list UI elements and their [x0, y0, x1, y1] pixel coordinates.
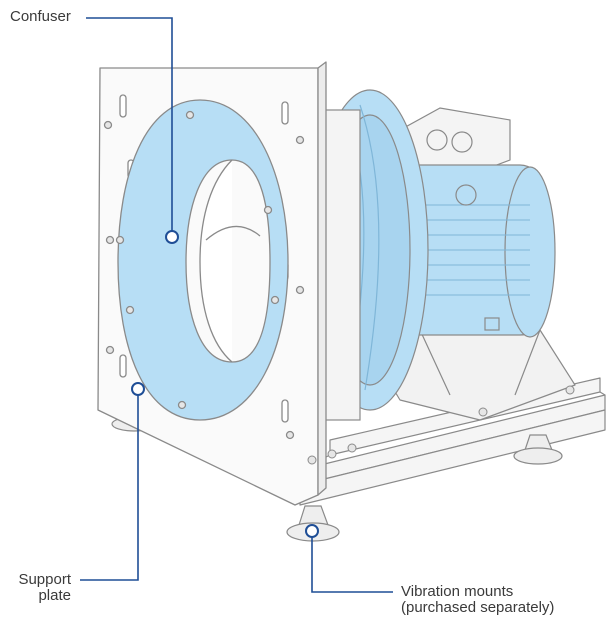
- vibration-mounts-leader-line: [311, 531, 393, 593]
- callout-marker-icon: [305, 524, 319, 538]
- confuser-label: Confuser: [10, 9, 71, 25]
- confuser-ring: [115, 99, 289, 421]
- base-bolts: [307, 385, 575, 465]
- confuser-label-text: Confuser: [10, 8, 71, 25]
- impeller: [311, 89, 429, 421]
- support-plate-label: Support plate: [18, 572, 71, 604]
- vibration-mounts-label: Vibration mounts (purchased separately): [401, 584, 554, 616]
- vibration-mounts-label-line1: Vibration mounts: [401, 583, 514, 600]
- callout-marker-icon: [165, 230, 179, 244]
- leader-lines: [80, 17, 393, 593]
- callout-marker-icon: [131, 382, 145, 396]
- vibration-mounts-label-line2: (purchased separately): [401, 599, 555, 616]
- support-plate-leader-line: [80, 389, 139, 581]
- callout-markers: [131, 230, 319, 538]
- support-plate-label-line2: plate: [38, 587, 71, 604]
- electric-motor: [399, 107, 556, 338]
- confuser-leader-line: [86, 17, 173, 237]
- support-plate-label-line1: Support: [18, 571, 71, 588]
